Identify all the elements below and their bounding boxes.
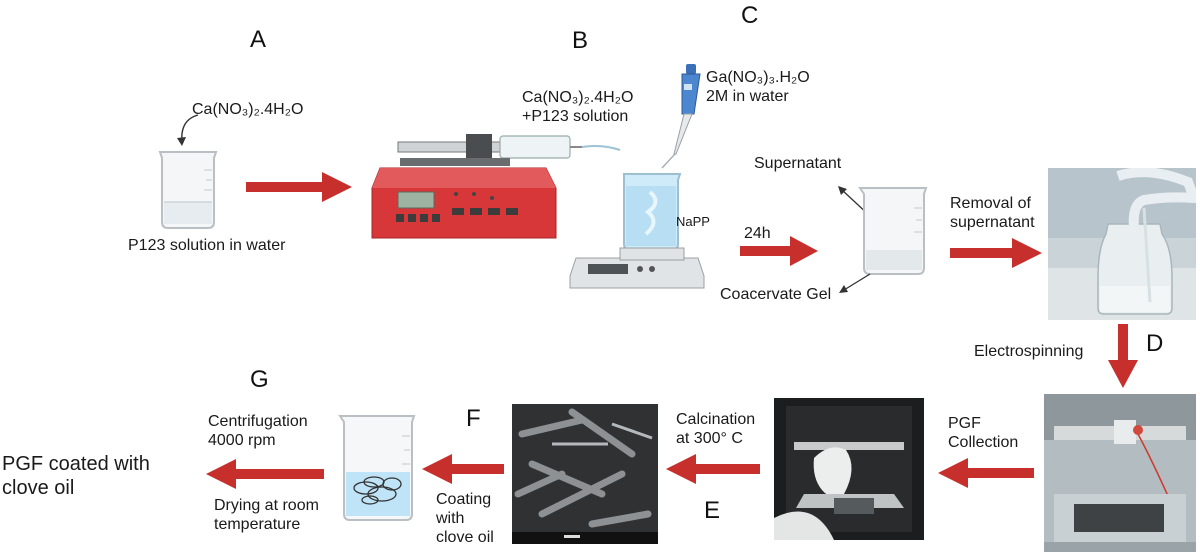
p123-solution-label: P123 solution in water: [128, 236, 288, 255]
photo-calcination-furnace: [774, 398, 924, 540]
drying-label-2: temperature: [214, 516, 301, 533]
arrow-removal: [950, 238, 1042, 268]
ca-nitrate-label-a: Ca(NO₃)₂.4H₂O: [192, 101, 304, 118]
beaker-p123: [158, 151, 218, 229]
photo-removal-supernatant: [1048, 168, 1196, 320]
time-24h-label: 24h: [744, 225, 771, 242]
beaker-pgf-clove-oil: [338, 415, 416, 521]
arrow-pgf-collection: [938, 458, 1034, 488]
arrow-24h: [740, 236, 818, 266]
step-label-b: B: [572, 27, 589, 54]
step-label-c: C: [741, 2, 759, 29]
pgf-collection-label-1: PGF: [948, 415, 981, 432]
electrospinning-label: Electrospinning: [974, 343, 1084, 360]
arrow-electrospinning: [1108, 324, 1138, 388]
ca-nitrate-label-b: Ca(NO₃)₂.4H₂O: [522, 89, 634, 106]
step-label-d: D: [1146, 330, 1164, 357]
coating-label-3: clove oil: [436, 529, 494, 546]
ga-concentration-label: 2M in water: [706, 88, 789, 105]
arrow-centrifugation: [206, 459, 324, 489]
photo-electrospinning-setup: [1044, 394, 1196, 552]
final-product-label-2: clove oil: [2, 477, 75, 499]
arrow-a-to-b: [246, 172, 352, 202]
arrow-calcination: [666, 454, 760, 484]
pipette: [661, 64, 701, 169]
removal-label-1: Removal of: [950, 195, 1031, 212]
arrow-coating: [422, 454, 504, 484]
coating-label-1: Coating: [436, 491, 492, 508]
magnetic-stirrer-beaker: [569, 173, 705, 289]
coacervate-pointer-arrow: [839, 273, 871, 293]
step-label-e: E: [704, 497, 721, 524]
p123-solution-text: P123 solution in water: [128, 237, 286, 254]
syringe-pump: [371, 134, 621, 239]
step-label-a: A: [250, 26, 267, 53]
coating-label-2: with: [436, 510, 465, 527]
drying-label-1: Drying at room: [214, 497, 319, 514]
centrifugation-label-1: Centrifugation: [208, 413, 308, 430]
calcination-label-2: at 300° C: [676, 430, 743, 447]
napp-label: NaPP: [676, 214, 710, 229]
calcination-label-1: Calcination: [676, 411, 756, 428]
centrifugation-label-2: 4000 rpm: [208, 432, 276, 449]
step-label-f: F: [466, 405, 481, 432]
final-product-label-1: PGF coated with: [2, 453, 150, 475]
ga-nitrate-label: Ga(NO₃)₃.H₂O: [706, 69, 810, 86]
beaker-coacervate: [858, 187, 928, 275]
sem-image-fibers: [512, 404, 658, 544]
curved-pointer-arrow: [177, 114, 199, 146]
removal-label-2: supernatant: [950, 214, 1035, 231]
supernatant-label: Supernatant: [754, 155, 842, 172]
step-label-g: G: [250, 366, 269, 393]
coacervate-gel-label: Coacervate Gel: [720, 286, 832, 303]
pgf-collection-label-2: Collection: [948, 434, 1019, 451]
p123-plus-label: +P123 solution: [522, 108, 629, 125]
